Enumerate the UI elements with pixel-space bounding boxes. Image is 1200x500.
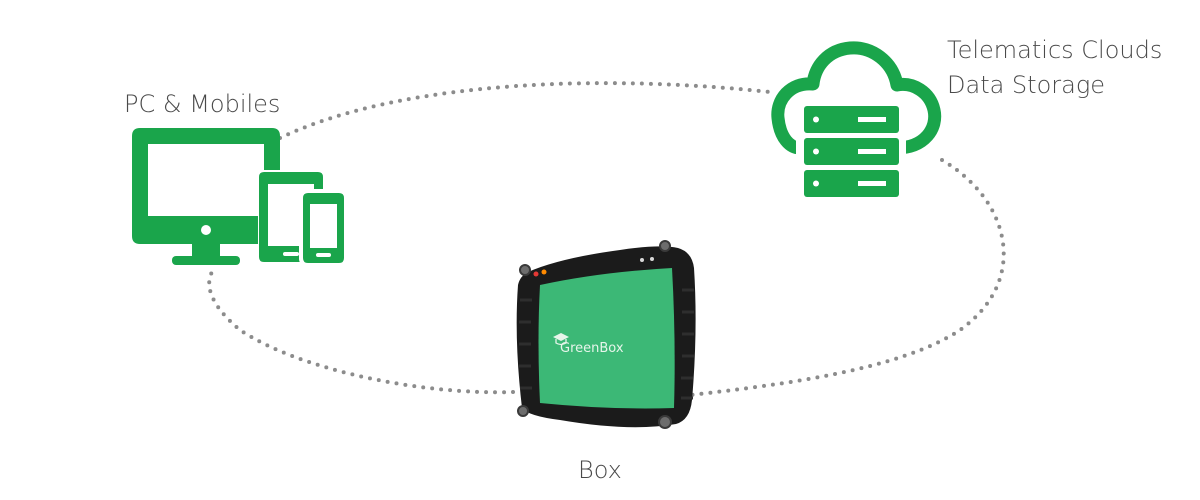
box-brand-text: GreenBox <box>560 341 624 356</box>
box-label: Box <box>578 456 622 484</box>
connector-loop <box>207 81 1006 397</box>
connector-cloud-to-box <box>688 158 1006 397</box>
server-unit <box>804 170 899 197</box>
smartphone-icon <box>299 189 347 265</box>
greenbox-device-image: GreenBox <box>516 240 696 429</box>
server-unit <box>804 138 899 165</box>
devices-label: PC & Mobiles <box>124 90 280 118</box>
connector-box-to-devices <box>207 270 515 395</box>
connector-devices-to-cloud <box>278 81 772 140</box>
server-stack-icon <box>796 102 906 200</box>
server-unit <box>804 106 899 133</box>
cloud-label-line1: Telematics Clouds <box>947 36 1162 64</box>
cloud-node: Telematics Clouds Data Storage <box>771 36 1162 200</box>
devices-node: PC & Mobiles <box>124 90 347 265</box>
graduation-cap-icon <box>553 333 569 346</box>
box-node: GreenBox Box <box>516 240 696 484</box>
desktop-monitor-icon <box>132 128 280 265</box>
cloud-label-line2: Data Storage <box>947 71 1105 99</box>
cloud-icon <box>771 41 942 155</box>
